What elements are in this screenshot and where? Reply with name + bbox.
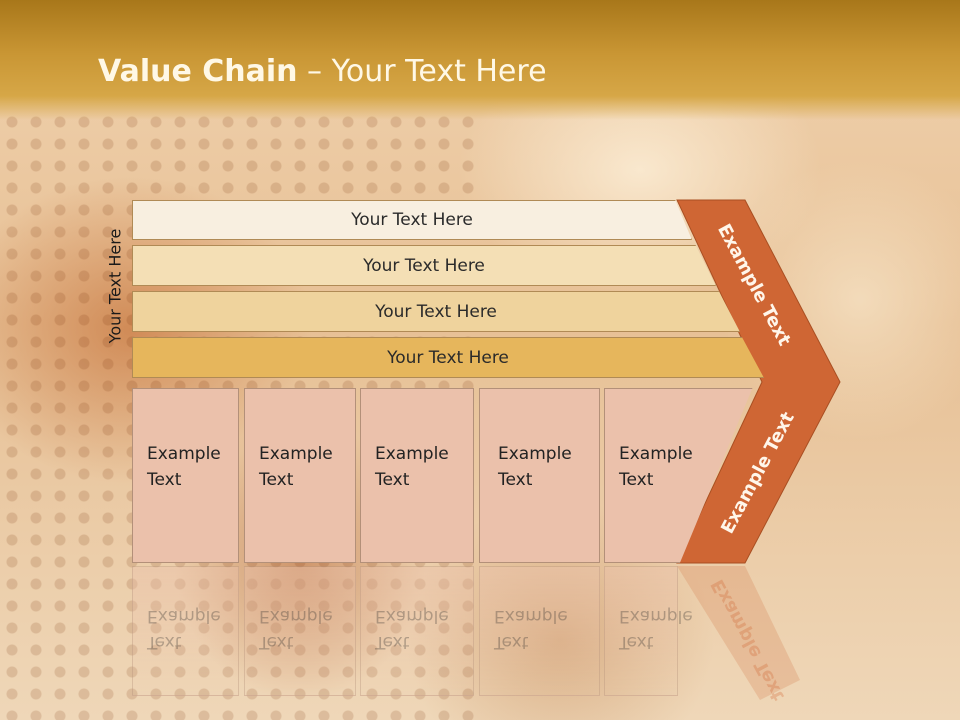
support-cell-1[interactable]: Example Text — [132, 388, 239, 563]
cell-5-line1: Example — [619, 444, 693, 464]
cell-reflection-1: Text Example — [132, 566, 239, 696]
support-cell-4[interactable]: Example Text — [479, 388, 600, 563]
cell-reflection-3: Text Example — [360, 566, 474, 696]
reflection-3-line2: Text — [375, 632, 410, 652]
cell-2-line2: Text — [259, 470, 294, 490]
value-bar-3-label: Your Text Here — [375, 301, 497, 322]
reflection-4-line2: Text — [494, 632, 529, 652]
side-label[interactable]: Your Text Here — [105, 228, 125, 344]
reflection-1-line2: Text — [147, 632, 182, 652]
cell-3-line2: Text — [375, 470, 410, 490]
value-bar-4-label: Your Text Here — [387, 347, 509, 368]
value-bar-2[interactable]: Your Text Here — [132, 245, 716, 286]
slide-title[interactable]: Value Chain – Your Text Here — [98, 54, 547, 89]
support-cell-3[interactable]: Example Text — [360, 388, 474, 563]
value-bar-1[interactable]: Your Text Here — [132, 200, 692, 240]
title-banner — [0, 0, 960, 120]
reflection-2-line2: Text — [259, 632, 294, 652]
value-bar-2-label: Your Text Here — [363, 255, 485, 276]
cell-1-line1: Example — [147, 444, 221, 464]
support-cell-2[interactable]: Example Text — [244, 388, 356, 563]
cell-4-line1: Example — [498, 444, 572, 464]
cell-2-line1: Example — [259, 444, 333, 464]
value-bar-1-label: Your Text Here — [351, 210, 473, 230]
reflection-1-line1: Example — [147, 606, 221, 626]
title-bold: Value Chain — [98, 54, 298, 89]
cell-reflection-4: Text Example — [479, 566, 600, 696]
cell-1-line2: Text — [147, 470, 182, 490]
reflection-3-line1: Example — [375, 606, 449, 626]
cell-reflection-2: Text Example — [244, 566, 356, 696]
value-bar-4[interactable]: Your Text Here — [132, 337, 764, 378]
reflection-5-line1: Example — [619, 606, 693, 626]
cell-5-line2: Text — [619, 470, 654, 490]
cell-reflection-5: Text Example — [604, 566, 693, 696]
reflection-5-line2: Text — [619, 632, 654, 652]
reflection-2-line1: Example — [259, 606, 333, 626]
title-rest: – Your Text Here — [297, 54, 547, 89]
value-bar-3[interactable]: Your Text Here — [132, 291, 740, 332]
cell-3-line1: Example — [375, 444, 449, 464]
cell-4-line2: Text — [498, 470, 533, 490]
reflection-4-line1: Example — [494, 606, 568, 626]
